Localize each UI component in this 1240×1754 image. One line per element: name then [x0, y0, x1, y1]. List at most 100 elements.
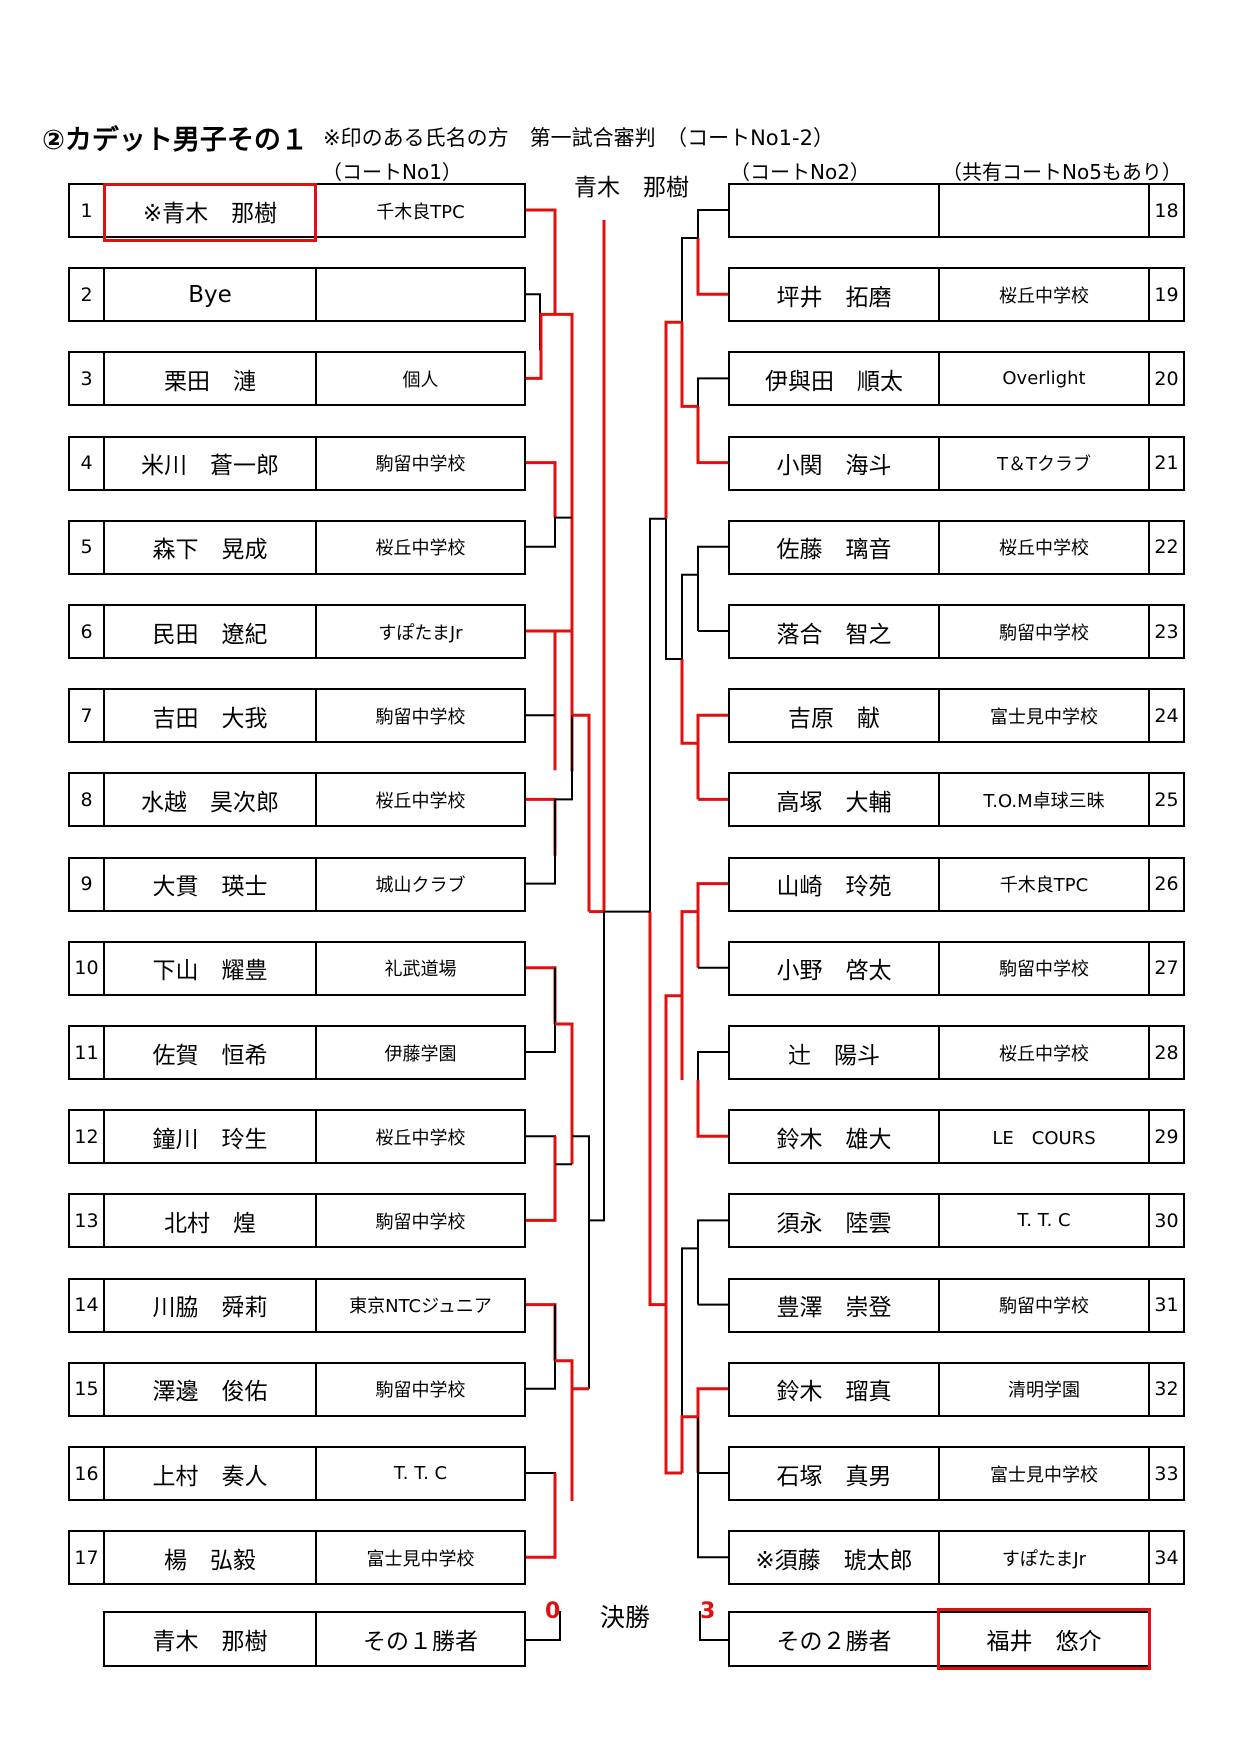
- bracket-line: [526, 1303, 557, 1361]
- bracket-line: [680, 910, 698, 1080]
- seed-number: 10: [70, 942, 105, 994]
- club-name: T. T. C: [940, 1195, 1150, 1247]
- champion-highlight: [937, 1608, 1151, 1670]
- page-title: ②カデット男子その１: [42, 125, 308, 156]
- seed-number: 31: [1154, 1294, 1179, 1317]
- bracket-line: [697, 545, 728, 631]
- seed-number: 15: [70, 1363, 105, 1415]
- seed-number: 17: [70, 1532, 105, 1584]
- bracket-line: [555, 629, 574, 772]
- player-name: 高塚 大輔: [730, 774, 940, 826]
- club-name: 桜丘中学校: [375, 790, 466, 812]
- club-name: 個人: [402, 369, 439, 391]
- bracket-line: [664, 320, 682, 519]
- bracket-line: [526, 799, 556, 885]
- bracket-line: [526, 516, 572, 548]
- final-left-label: その１勝者: [363, 1629, 478, 1655]
- bracket-line: [697, 209, 728, 295]
- club-name: 駒留中学校: [375, 1211, 466, 1233]
- player-name: 佐賀 恒希: [105, 1027, 317, 1078]
- club-name: 千木良TPC: [376, 201, 465, 223]
- seed-number: 3: [70, 353, 105, 405]
- player-name: 小野 啓太: [730, 942, 940, 994]
- bracket-line: [665, 518, 682, 660]
- bracket-line: [555, 1022, 574, 1165]
- club-name: T. T. C: [393, 1463, 448, 1484]
- bracket-line: [526, 461, 557, 518]
- bracket-line: [696, 882, 728, 968]
- bracket-line: [526, 1473, 557, 1559]
- player-name: 上村 奏人: [105, 1448, 317, 1499]
- bracket-line: [649, 517, 666, 912]
- court-shared-label: （共有コートNo5もあり）: [942, 160, 1182, 184]
- club-name: 富士見中学校: [940, 690, 1150, 742]
- bracket-line: [681, 1247, 698, 1417]
- seed-number: 8: [70, 774, 105, 826]
- bracket-line: [680, 1415, 698, 1473]
- club-name: 桜丘中学校: [375, 538, 466, 560]
- bracket-line: [680, 659, 698, 745]
- bracket-line: [526, 967, 556, 1053]
- final-label: 決勝: [600, 1603, 651, 1632]
- seed-number: 24: [1154, 704, 1179, 727]
- bracket-line: [697, 377, 728, 463]
- seed-number: 28: [1154, 1041, 1179, 1064]
- bracket-line: [555, 715, 573, 801]
- club-name: Overlight: [940, 353, 1150, 405]
- player-name: 吉田 大我: [105, 690, 317, 742]
- club-name: 駒留中学校: [940, 942, 1150, 994]
- final-left-box: 青木 那樹 その１勝者: [103, 1611, 526, 1667]
- bracket-line: [555, 312, 574, 716]
- seed-number: 20: [1154, 367, 1179, 390]
- final-right-label: その２勝者: [730, 1613, 940, 1665]
- player-name: 山崎 玲苑: [730, 858, 940, 910]
- bracket-line: [696, 1387, 728, 1473]
- seed-number: 12: [70, 1111, 105, 1163]
- seed-number: 29: [1154, 1125, 1179, 1148]
- court-right-label: （コートNo2）: [730, 160, 870, 184]
- bracket-line: [696, 713, 728, 800]
- seed-number: 19: [1154, 283, 1179, 306]
- player-name: Bye: [105, 269, 317, 321]
- seed-number: 4: [70, 437, 105, 489]
- club-name: 城山クラブ: [375, 875, 466, 897]
- bracket-line: [526, 966, 557, 1024]
- bracket-line: [680, 322, 698, 408]
- seed-number: 32: [1154, 1378, 1179, 1401]
- player-name: 楊 弘毅: [105, 1532, 317, 1584]
- club-name: 桜丘中学校: [375, 1127, 466, 1149]
- seed-number: 11: [70, 1027, 105, 1078]
- player-name: 辻 陽斗: [730, 1027, 940, 1078]
- bracket-line: [681, 237, 698, 407]
- club-name: 伊藤学園: [384, 1043, 457, 1065]
- bracket-line: [699, 1611, 728, 1641]
- player-name: 水越 昊次郎: [105, 774, 317, 826]
- player-name: 米川 蒼一郎: [105, 437, 317, 489]
- player-name: 鐘川 玲生: [105, 1111, 317, 1163]
- club-name: 清明学園: [940, 1363, 1150, 1415]
- bracket-line: [696, 238, 728, 296]
- bracket-line: [681, 573, 698, 744]
- block-winner-name: 青木 那樹: [574, 175, 689, 201]
- club-name: 駒留中学校: [940, 1279, 1150, 1331]
- player-name: 澤邊 俊佑: [105, 1363, 317, 1415]
- club-name: LE COURS: [940, 1111, 1150, 1163]
- seed-number: 16: [70, 1448, 105, 1499]
- player-name: 坪井 拓磨: [730, 269, 940, 321]
- club-name: 千木良TPC: [940, 858, 1150, 910]
- player-name: 鈴木 瑠真: [730, 1363, 940, 1415]
